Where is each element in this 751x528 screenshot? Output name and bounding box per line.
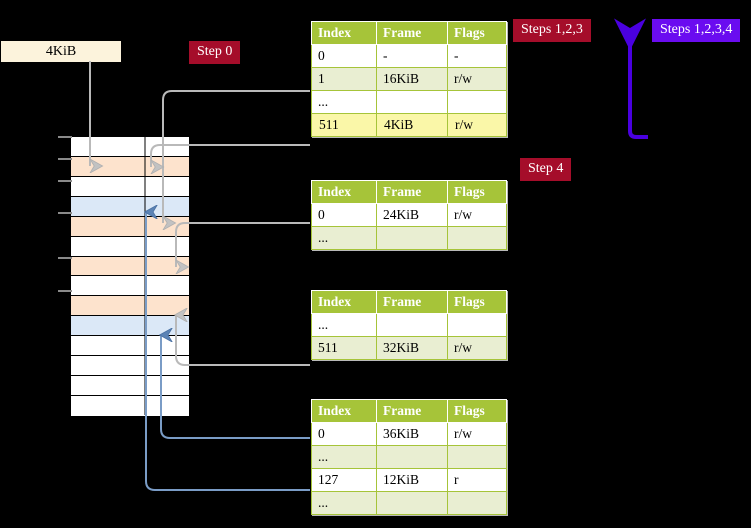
column-header-frame: Frame	[376, 21, 448, 45]
cell-frame	[376, 90, 448, 114]
memory-frame-5	[71, 236, 189, 257]
cell-index: ...	[311, 491, 377, 515]
column-header-flags: Flags	[447, 21, 507, 45]
cell-index: ...	[311, 313, 377, 337]
column-header-flags: Flags	[447, 290, 507, 314]
column-header-frame: Frame	[376, 180, 448, 204]
column-header-index: Index	[311, 399, 377, 423]
cell-flags: r/w	[447, 336, 507, 360]
memory-frame-6	[71, 256, 189, 277]
cell-frame	[376, 226, 448, 250]
table-row: ...	[311, 226, 507, 250]
table-row: 0--	[311, 44, 507, 68]
memory-frame-0	[71, 137, 189, 157]
column-header-frame: Frame	[376, 399, 448, 423]
connector-table1-row511	[151, 144, 310, 167]
memory-frame-8	[71, 296, 189, 317]
memory-frame-11	[71, 356, 189, 377]
column-header-index: Index	[311, 21, 377, 45]
memory-frame-13	[71, 395, 189, 416]
table-row: ...	[311, 90, 507, 114]
violet-step-bracket	[614, 18, 648, 139]
cell-index: 0	[311, 203, 377, 227]
cell-index: 0	[311, 422, 377, 446]
cell-flags	[447, 313, 507, 337]
table-row: ...	[311, 313, 507, 337]
cell-flags: r/w	[447, 203, 507, 227]
cell-flags	[447, 491, 507, 515]
badge-steps-123: Steps 1,2,3	[513, 19, 591, 42]
cell-frame: 16KiB	[376, 67, 448, 91]
cell-flags: r	[447, 468, 507, 492]
cell-index: 0	[311, 44, 377, 68]
cell-frame: 4KiB	[376, 113, 448, 137]
cell-frame	[376, 491, 448, 515]
cell-frame: -	[376, 44, 448, 68]
connector-table1-row1	[163, 90, 310, 223]
grid-tick-marks	[58, 136, 72, 292]
cell-flags: r/w	[447, 67, 507, 91]
badge-steps-1234-label: Steps 1,2,3,4	[660, 22, 733, 37]
cell-index: ...	[311, 445, 377, 469]
badge-step-0: Step 0	[189, 41, 241, 64]
cell-flags	[447, 226, 507, 250]
cell-flags: -	[447, 44, 507, 68]
cell-frame: 12KiB	[376, 468, 448, 492]
cell-index: ...	[311, 226, 377, 250]
cell-frame: 36KiB	[376, 422, 448, 446]
badge-step-4: Step 4	[520, 158, 572, 181]
connector-table2-row0	[176, 222, 310, 267]
column-header-flags: Flags	[447, 180, 507, 204]
memory-frame-3	[71, 196, 189, 217]
connector-table4-row127	[146, 212, 310, 491]
column-header-index: Index	[311, 290, 377, 314]
cell-flags	[447, 445, 507, 469]
memory-frame-2	[71, 176, 189, 197]
memory-frame-4	[71, 216, 189, 237]
cell-flags: r/w	[447, 113, 507, 137]
table-row: ...	[311, 491, 507, 515]
column-header-flags: Flags	[447, 399, 507, 423]
badge-steps-1234: Steps 1,2,3,4	[652, 19, 741, 42]
badge-steps-123-label: Steps 1,2,3	[521, 22, 583, 37]
cell-index: 127	[311, 468, 377, 492]
cell-flags	[447, 90, 507, 114]
memory-frame-12	[71, 376, 189, 396]
cell-index: 1	[311, 67, 377, 91]
cell-index: ...	[311, 90, 377, 114]
block-4kib: 4KiB	[0, 40, 122, 63]
badge-step-4-label: Step 4	[528, 161, 564, 176]
cell-frame	[376, 313, 448, 337]
memory-frame-7	[71, 276, 189, 297]
cell-index: 511	[311, 336, 377, 360]
column-header-index: Index	[311, 180, 377, 204]
badge-step-0-label: Step 0	[197, 44, 233, 59]
cell-frame	[376, 445, 448, 469]
cell-flags: r/w	[447, 422, 507, 446]
connector-table3-row511	[176, 315, 310, 366]
block-4kib-label: 4KiB	[45, 43, 77, 59]
column-header-frame: Frame	[376, 290, 448, 314]
cell-frame: 24KiB	[376, 203, 448, 227]
cell-index: 511	[311, 113, 377, 137]
connector-table4-row0	[161, 335, 310, 439]
cell-frame: 32KiB	[376, 336, 448, 360]
table-row: ...	[311, 445, 507, 469]
